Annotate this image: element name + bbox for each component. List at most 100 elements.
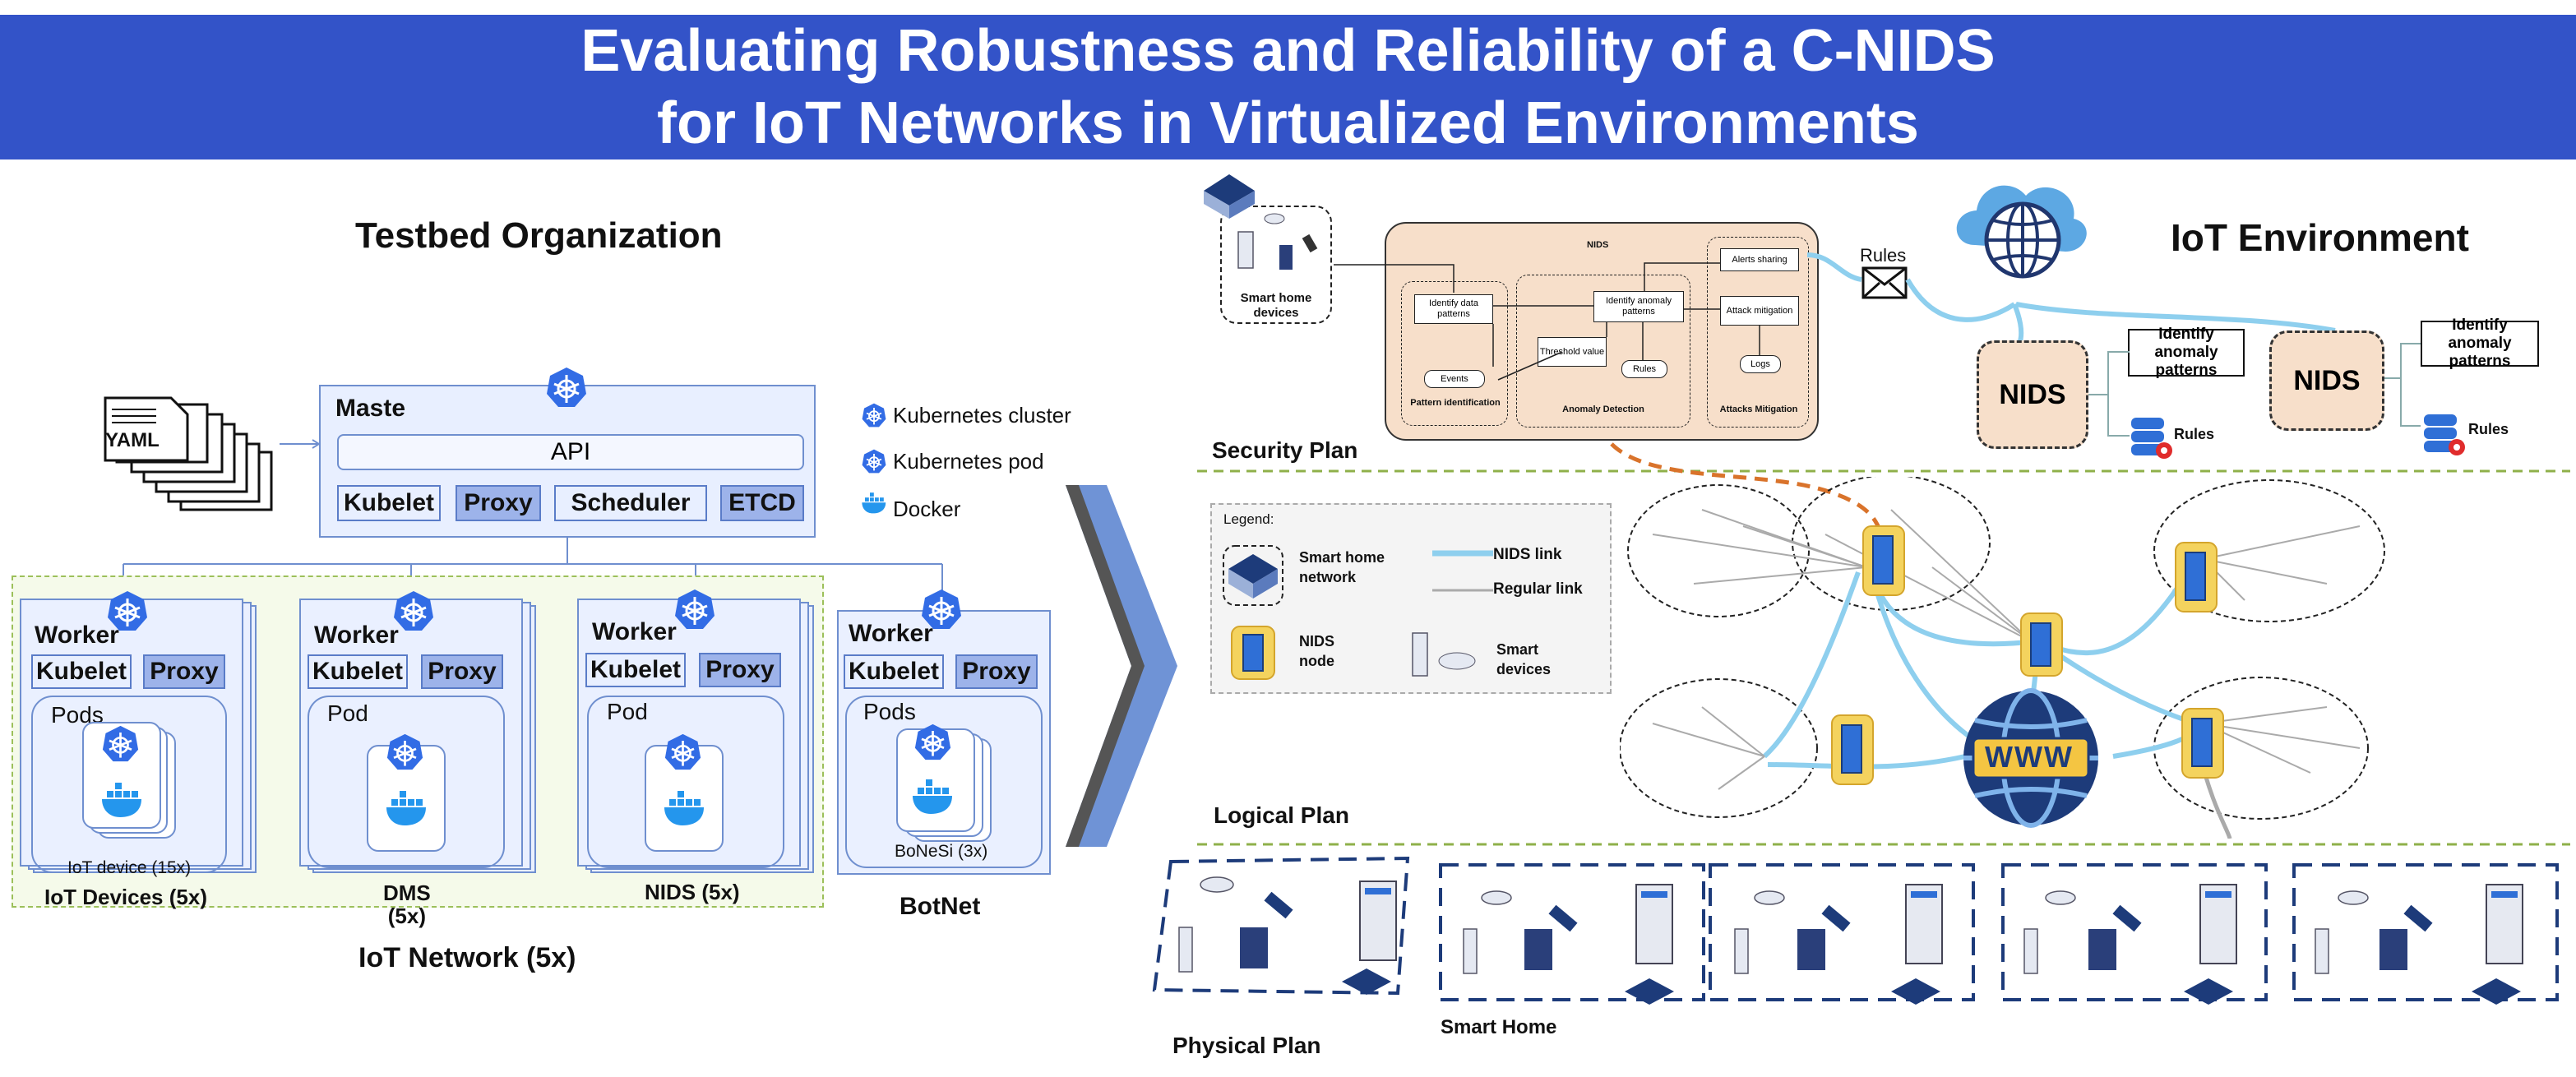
master-proxy: Proxy	[456, 485, 541, 521]
worker2-pod-box	[308, 696, 505, 868]
legend-nids-node: NIDS node	[1299, 633, 1335, 669]
yaml-arrow	[280, 439, 321, 449]
smart-home-devices-box	[1220, 206, 1332, 324]
legend-pod-icon	[862, 449, 886, 474]
worker1-kubelet: Kubelet	[31, 654, 132, 689]
anomaly-detection-group	[1516, 275, 1690, 428]
worker2-kubelet: Kubelet	[308, 654, 408, 689]
master-label: Maste	[335, 395, 406, 422]
worker4-kubelet: Kubelet	[844, 654, 944, 689]
master-scheduler: Scheduler	[554, 485, 707, 521]
worker1-proxy: Proxy	[143, 654, 225, 689]
legend-regular-link-line	[1432, 589, 1493, 592]
worker2-proxy: Proxy	[421, 654, 503, 689]
worker4-caption: BotNet	[900, 893, 981, 920]
worker2-kubernetes-icon	[393, 590, 435, 632]
rules-store: Rules	[1621, 360, 1667, 378]
logical-legend	[1210, 503, 1612, 694]
legend-regular-link: Regular link	[1493, 580, 1583, 598]
worker3-pod-label: Pod	[607, 699, 648, 724]
title-line-2: for IoT Networks in Virtualized Environm…	[657, 90, 1919, 156]
events-store: Events	[1424, 370, 1485, 388]
worker3-proxy: Proxy	[699, 653, 781, 687]
worker3-kubernetes-icon	[674, 589, 716, 631]
legend-cluster-icon	[862, 403, 886, 428]
worker4-label: Worker	[849, 620, 933, 647]
smart-home-label: Smart Home	[1441, 1016, 1557, 1038]
nids-node-1: NIDS	[1977, 340, 2088, 449]
legend-pod: Kubernetes pod	[893, 449, 1044, 474]
legend-house-icon	[1223, 545, 1283, 606]
divider-security	[1197, 469, 2570, 473]
rules-mail-label: Rules	[1860, 245, 1907, 266]
smart-home-devices-label: Smart home devices	[1240, 291, 1312, 320]
worker3-kubelet: Kubelet	[585, 653, 686, 687]
nids-detail-title: NIDS	[1587, 240, 1609, 250]
worker3-label: Worker	[592, 618, 677, 645]
legend-nids-link: NIDS link	[1493, 546, 1562, 563]
legend-nids-node-icon	[1231, 626, 1275, 680]
worker4-docker-icon	[913, 779, 952, 814]
master-kubelet: Kubelet	[337, 485, 441, 521]
legend-smart-devices: Smart devices	[1496, 641, 1552, 677]
identify-data-patterns: Identify data patterns	[1414, 294, 1493, 324]
worker4-pod-icon	[914, 723, 952, 761]
worker2-pod-icon	[386, 733, 424, 771]
alerts-to-rules-link	[1807, 252, 1862, 282]
nids-node-2-rules-icon	[2424, 414, 2465, 455]
attacks-mitigation-label: Attacks Mitigation	[1719, 404, 1798, 414]
pattern-identification-label: Pattern identification	[1410, 398, 1501, 408]
testbed-title: Testbed Organization	[355, 215, 723, 256]
nids-node-1-branches	[2088, 351, 2130, 437]
legend-nids-link-line	[1432, 550, 1493, 557]
nids-node-2: NIDS	[2269, 330, 2384, 431]
worker1-label: Worker	[35, 622, 119, 649]
worker3-pod-icon	[664, 733, 702, 771]
worker1-inner-label: IoT device (15x)	[67, 858, 192, 877]
yaml-files-icon	[104, 396, 273, 511]
legend-docker-icon	[862, 492, 886, 514]
nids-detail-link	[1610, 442, 1882, 531]
cloud-globe-icon	[1956, 185, 2087, 279]
title-line-1: Evaluating Robustness and Reliability of…	[580, 18, 1996, 84]
iot-network-label: IoT Network (5x)	[358, 942, 576, 973]
house-icon	[1204, 174, 1255, 219]
smart-devices-cluster-icon	[1237, 213, 1318, 270]
worker2-docker-icon	[386, 791, 426, 825]
legend-smart-devices-icon	[1412, 632, 1476, 677]
worker3-docker-icon	[664, 791, 704, 825]
physical-plan-label: Physical Plan	[1172, 1033, 1321, 1058]
anomaly-detection-label: Anomaly Detection	[1562, 404, 1644, 414]
worker1-caption: IoT Devices (5x)	[44, 885, 207, 909]
nids-node-1-rules-icon	[2131, 418, 2172, 459]
worker1-pods-box	[31, 696, 227, 873]
legend-title: Legend:	[1223, 511, 1274, 527]
security-plan-label: Security Plan	[1212, 437, 1358, 463]
legend-cluster: Kubernetes cluster	[893, 403, 1071, 428]
attack-mitigation: Attack mitigation	[1720, 296, 1799, 326]
attacks-mitigation-group	[1707, 237, 1809, 428]
nids-node-2-identify: Identify anomaly patterns	[2421, 317, 2539, 370]
www-label: WWW	[1985, 740, 2074, 774]
title-banner: Evaluating Robustness and Reliability of…	[0, 15, 2576, 159]
worker4-pods-label: Pods	[863, 699, 916, 724]
pattern-identification-group	[1401, 281, 1508, 426]
physical-plan-diagram	[1152, 856, 2559, 1005]
identify-anomaly-patterns-detail: Identify anomaly patterns	[1593, 291, 1684, 322]
master-etcd: ETCD	[720, 485, 804, 521]
legend-docker: Docker	[893, 497, 961, 521]
worker4-pods-box	[845, 696, 1043, 868]
worker1-pod-icon	[102, 725, 140, 763]
logical-plan-label: Logical Plan	[1214, 802, 1349, 828]
master-kubernetes-icon	[546, 367, 588, 409]
worker1-docker-icon	[102, 783, 141, 817]
threshold-value: Threshold value	[1538, 337, 1607, 367]
iot-environment-title: IoT Environment	[2171, 216, 2469, 259]
mail-icon	[1861, 266, 1908, 299]
worker2-label: Worker	[314, 622, 399, 649]
worker4-inner-label: BoNeSi (3x)	[895, 842, 988, 861]
nids-node-1-rules: Rules	[2174, 426, 2215, 442]
worker3-pod-box	[587, 696, 784, 868]
worker4-proxy: Proxy	[955, 654, 1038, 689]
api-box: API	[337, 434, 804, 470]
